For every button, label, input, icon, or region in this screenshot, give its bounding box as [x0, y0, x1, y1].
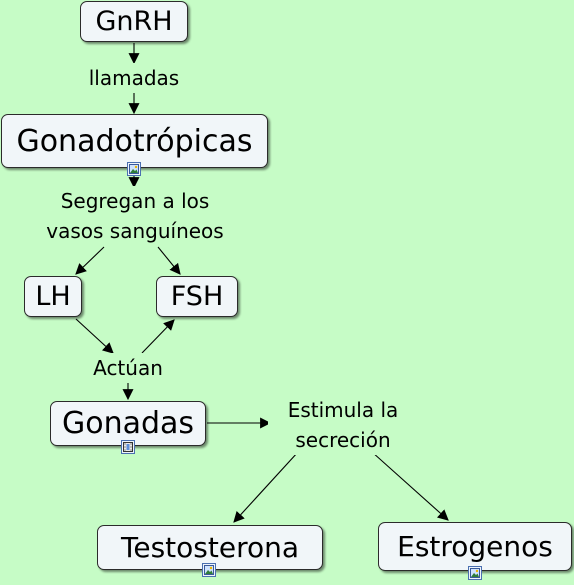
concept-estrogenos[interactable]: Estrogenos: [378, 522, 572, 571]
video-icon[interactable]: [121, 440, 135, 454]
concept-fsh-label: FSH: [170, 281, 224, 312]
linking-phrase-segregan-line2: vasos sanguíneos: [46, 219, 224, 243]
image-icon[interactable]: [202, 563, 216, 577]
connector-lh-actuan: [75, 318, 114, 354]
image-icon[interactable]: [127, 162, 141, 176]
concept-gonadas[interactable]: Gonadas: [50, 401, 206, 446]
linking-phrase-actuan-text: Actúan: [93, 356, 163, 380]
concept-testosterona[interactable]: Testosterona: [97, 525, 323, 570]
linking-phrase-llamadas-text: llamadas: [88, 66, 180, 90]
linking-phrase-estimula[interactable]: Estimula la secreción: [268, 395, 418, 455]
connector-segregan-fsh: [157, 246, 181, 275]
video-icon-glyph: [123, 442, 133, 452]
linking-phrase-segregan[interactable]: Segregan a los vasos sanguíneos: [26, 186, 244, 246]
linking-phrase-actuan[interactable]: Actúan: [80, 353, 176, 383]
concept-gnrh[interactable]: GnRH: [80, 1, 188, 42]
concept-lh-label: LH: [35, 281, 71, 312]
connector-segregan-lh: [75, 246, 105, 275]
concept-estrogenos-label: Estrogenos: [397, 530, 553, 563]
concept-testosterona-label: Testosterona: [121, 531, 299, 564]
concept-gonadotropicas-label: Gonadotrópicas: [16, 123, 253, 159]
concept-fsh[interactable]: FSH: [156, 276, 238, 317]
image-icon-glyph: [204, 565, 214, 575]
image-icon-glyph: [129, 164, 139, 174]
linking-phrase-estimula-line2: secreción: [295, 428, 391, 452]
concept-gonadas-label: Gonadas: [61, 406, 195, 441]
linking-phrase-estimula-line1: Estimula la: [287, 398, 399, 422]
connector-actuan-fsh: [141, 319, 175, 354]
linking-phrase-llamadas[interactable]: llamadas: [74, 63, 194, 93]
image-icon[interactable]: [468, 566, 482, 580]
concept-lh[interactable]: LH: [24, 276, 82, 317]
image-icon-glyph: [470, 568, 480, 578]
concept-gnrh-label: GnRH: [95, 6, 173, 37]
connector-estimula-estrogenos: [371, 451, 449, 521]
connector-estimula-testosterona: [233, 451, 299, 523]
linking-phrase-segregan-line1: Segregan a los: [60, 189, 210, 213]
concept-gonadotropicas[interactable]: Gonadotrópicas: [1, 114, 268, 168]
